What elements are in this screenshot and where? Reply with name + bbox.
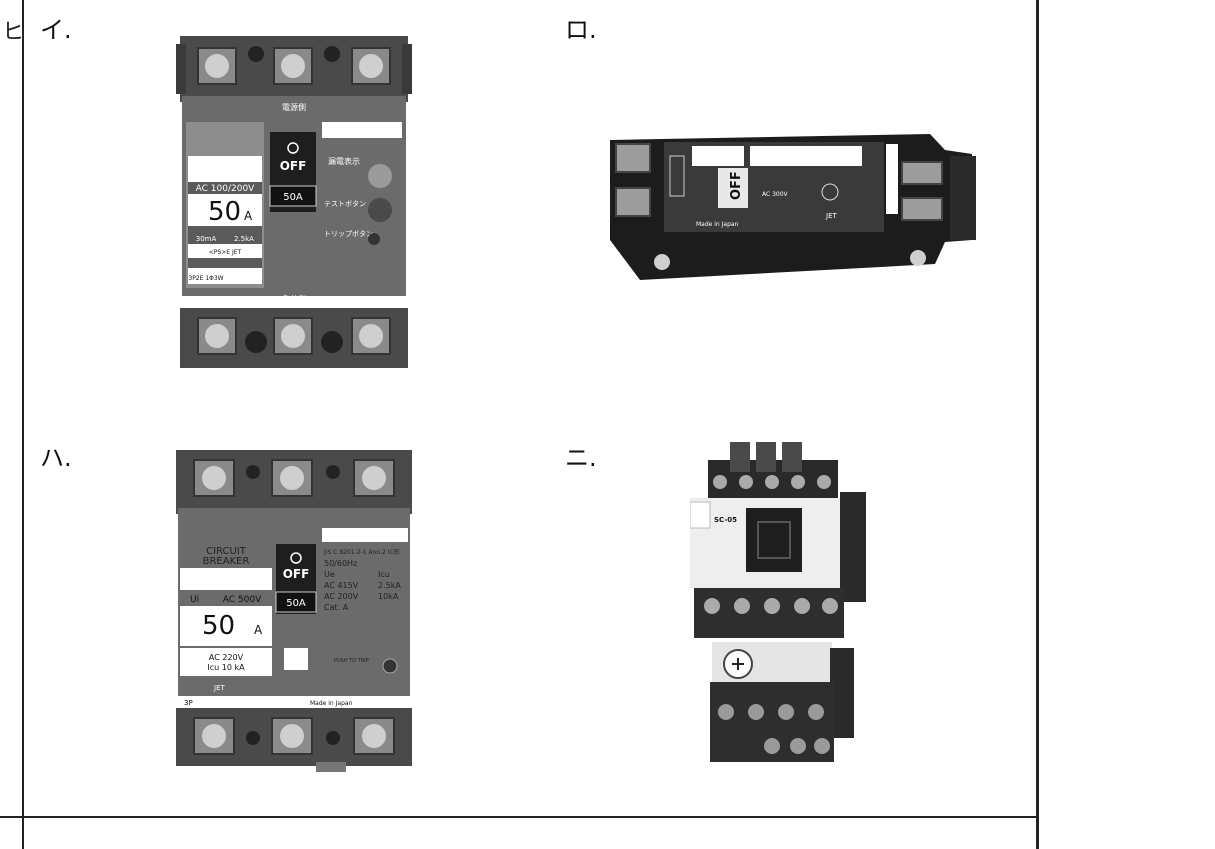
bottom-divider-line bbox=[0, 816, 1038, 818]
mccb-row2-voltage: AC 200V bbox=[324, 592, 359, 601]
option-label-ro: ロ. bbox=[565, 16, 597, 44]
elcb-bottom-side-text: 負荷側 bbox=[282, 294, 306, 304]
small-breaker-image: OFF AC 300V JET Made in Japan bbox=[600, 130, 990, 284]
mccb-cat-text: Cat. A bbox=[324, 603, 349, 612]
mccb-handle-rating: 50A bbox=[286, 598, 306, 609]
mccb-title-line2: BREAKER bbox=[203, 556, 250, 567]
elcb-handle-rating: 50A bbox=[283, 192, 303, 203]
left-border-line bbox=[22, 0, 24, 849]
option-label-ni: ニ. bbox=[565, 444, 597, 472]
elcb-current-value: 50 bbox=[208, 197, 241, 227]
elcb-breaking-text: 2.5kA bbox=[234, 235, 254, 243]
mccb-current-value: 50 bbox=[202, 611, 235, 641]
mccb-freq-text: 50/60Hz bbox=[324, 559, 357, 568]
elcb-top-side-text: 電源側 bbox=[282, 102, 306, 112]
molded-case-breaker-image: CIRCUIT BREAKER Ui AC 500V 50 A AC 220V … bbox=[172, 450, 416, 772]
elcb-poles-text: 3P2E 1Φ3W bbox=[188, 275, 223, 282]
mccb-title-line1: CIRCUIT bbox=[206, 546, 247, 557]
mccb-push-to-trip-text: PUSH TO TRIP bbox=[334, 658, 369, 664]
elcb-jet-text: <PS>E JET bbox=[209, 249, 242, 256]
elcb-off-text: OFF bbox=[280, 159, 307, 173]
elcb-test-button-text: テストボタン bbox=[324, 199, 366, 208]
mccb-row2-current: 10kA bbox=[378, 592, 399, 601]
mccb-standard-text: JIS C 8201-2-1 Ann.2 IC形 bbox=[323, 548, 400, 556]
small-breaker-made-in-text: Made in Japan bbox=[696, 221, 739, 228]
mccb-jet-text: JET bbox=[213, 684, 225, 692]
mccb-row1-current: 2.5kA bbox=[378, 581, 401, 590]
small-breaker-jet-text: JET bbox=[825, 212, 837, 220]
mccb-icu-head: Icu bbox=[378, 570, 390, 579]
contactor-model-text: SC-05 bbox=[714, 516, 737, 524]
right-border-line bbox=[1036, 0, 1039, 849]
elcb-trip-indicator-text: 漏電表示 bbox=[328, 156, 360, 166]
edge-character: ヒ bbox=[2, 20, 25, 45]
elcb-sensitivity-text: 30mA bbox=[196, 235, 217, 243]
mccb-ui-value: AC 500V bbox=[223, 595, 262, 605]
mccb-ac-voltage: AC 220V bbox=[209, 653, 244, 662]
small-breaker-rating-text: AC 300V bbox=[762, 191, 789, 198]
small-breaker-off-text: OFF bbox=[729, 171, 744, 200]
mccb-poles-text: 3P bbox=[184, 699, 193, 707]
mccb-made-in-text: Made in Japan bbox=[310, 700, 353, 707]
mccb-off-text: OFF bbox=[283, 567, 310, 581]
mccb-icu-text: Icu 10 kA bbox=[207, 663, 245, 672]
option-label-ha: ハ. bbox=[40, 444, 72, 472]
mccb-ui-label: Ui bbox=[190, 595, 199, 605]
elcb-voltage-text: AC 100/200V bbox=[196, 184, 256, 194]
mccb-ue-head: Ue bbox=[324, 570, 335, 579]
mccb-current-unit: A bbox=[254, 623, 263, 637]
option-label-i: イ. bbox=[40, 16, 72, 44]
elcb-current-unit: A bbox=[244, 209, 253, 223]
magnetic-starter-image: SC-05 bbox=[690, 442, 872, 772]
earth-leakage-breaker-image: 電源側 AC 100/200V 50 A 30mA 2.5kA <PS>E JE… bbox=[176, 36, 412, 368]
elcb-trip-button-text: トリップボタン bbox=[324, 229, 373, 238]
mccb-row1-voltage: AC 415V bbox=[324, 581, 359, 590]
